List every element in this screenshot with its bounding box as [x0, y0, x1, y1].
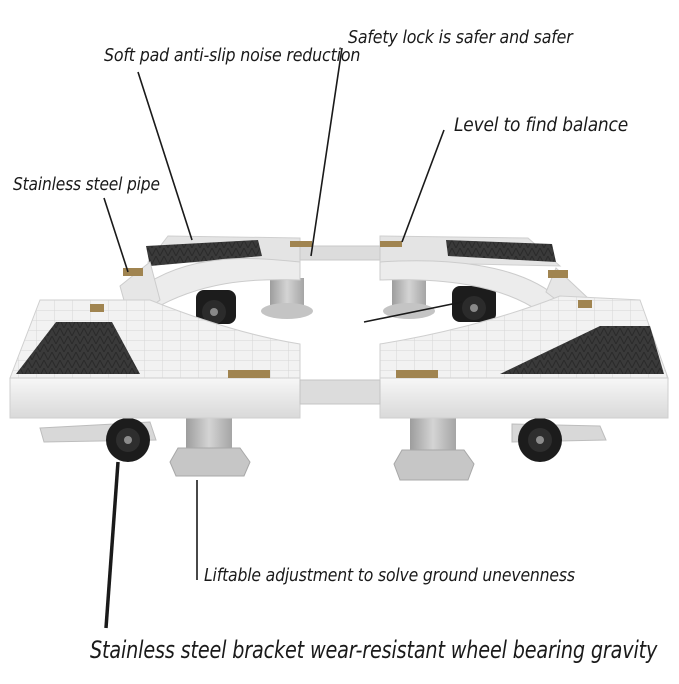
back-right-lock — [380, 241, 402, 247]
bracket-wheel-label: Stainless steel bracket wear-resistant w… — [90, 636, 658, 664]
front-foot-left — [169, 414, 251, 477]
right-side-lock — [548, 270, 568, 278]
leader-lines — [103, 47, 463, 629]
front-steel-pipe — [299, 379, 381, 405]
back-left-pad — [146, 240, 262, 266]
front-left-wheel — [39, 418, 157, 462]
back-foot-left — [261, 278, 313, 319]
back-frame — [137, 235, 562, 313]
front-frame — [9, 241, 669, 419]
soft-pad-label: Soft pad anti-slip noise reduction — [104, 45, 361, 66]
front-left-pad — [16, 322, 140, 374]
back-right-pad — [446, 240, 556, 262]
back-right-wheel — [452, 286, 496, 322]
steel-pipe-label: Stainless steel pipe — [13, 174, 160, 195]
back-steel-pipe — [299, 245, 381, 261]
back-left-lock — [290, 241, 312, 247]
safety-lock-label: Safety lock is safer and safer — [348, 27, 573, 48]
back-left-wheel — [196, 290, 236, 324]
front-left-lock — [228, 370, 270, 378]
level-label: Level to find balance — [454, 115, 629, 136]
front-right-pad — [500, 326, 664, 374]
liftable-adjustment-label: Liftable adjustment to solve ground unev… — [204, 565, 575, 586]
front-foot-right — [393, 414, 475, 481]
front-right-lock — [396, 370, 438, 378]
front-right-wheel — [511, 418, 607, 462]
left-side-lock — [123, 268, 143, 276]
